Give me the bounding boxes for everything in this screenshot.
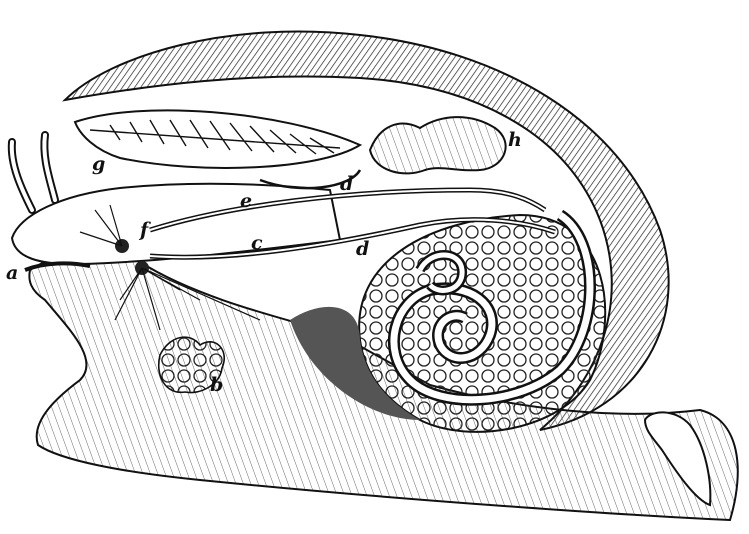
label-b: b [210,374,223,396]
label-d-lower: d [356,238,369,260]
label-c: c [251,232,263,254]
label-d-upper: d [340,173,353,195]
heart [370,117,506,173]
label-g: g [92,153,105,175]
label-a: a [6,262,18,284]
label-e: e [240,190,252,212]
label-h: h [508,129,522,151]
